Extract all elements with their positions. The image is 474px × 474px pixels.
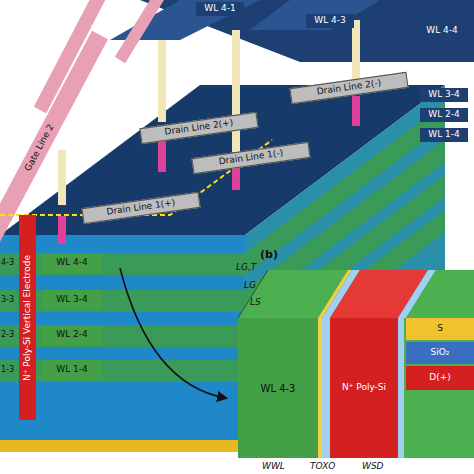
wordline-slab-label: WL 1-4 [420,128,468,142]
wordline-slab-label: WL 4-3 [306,14,354,28]
poly-si-block: N⁺ Poly-Si [330,318,398,458]
node-text: Drain Line 2(-) [316,79,382,98]
node-text: D(+) [429,373,451,383]
wordline-label: 2-3 [1,330,14,339]
wordline-label: 1-3 [1,365,14,374]
inset-top-face [406,270,474,318]
node-text: SiO₂ [431,348,450,358]
drain-line: Drain Line 2(-) [289,72,408,104]
wordline-slab-label: WL 4-1 [196,2,244,16]
dimension-label: LG [244,280,256,290]
oxide-layer [318,318,322,458]
wordline-label: 4-3 [1,258,14,267]
drain-line: Drain Line 1(+) [81,192,200,224]
dimension-line [238,270,268,318]
wordline-box: WL 3-4 [42,290,102,310]
node-text: WL 1-4 [428,130,459,140]
drain-block: D(+) [406,366,474,390]
node-text: WL 2-4 [428,110,459,120]
node-text: WL 4-1 [204,4,235,14]
gate-line [0,35,100,260]
wordline-label: 3-3 [1,295,14,304]
node-text: Gate Line 2 [23,123,56,173]
drain-line: Drain Line 1(-) [191,142,310,174]
node-text: WL 4-3 [314,16,345,26]
node-text: Drain Line 2(+) [164,118,234,137]
wordline-box: WL 4-4 [42,253,102,273]
drain-pillar [232,166,240,190]
wordline-block: WL 4-3 [238,318,318,458]
wordline-layer [0,325,245,347]
zoom-arrow [120,268,226,398]
wordline-slab-label: WL 3-4 [420,88,468,102]
via-pillar [352,20,360,84]
block-front-face [0,235,245,440]
node-text: WL 1-4 [56,365,87,375]
wordline-box: WL 1-4 [42,360,102,380]
node-text: WL 4-4 [56,258,87,268]
node-text: WL 3-4 [428,90,459,100]
oxide-layer [322,318,330,458]
dimension-label: WSD [362,461,384,471]
wordline-layer [0,360,245,382]
wordline-box: WL 2-4 [42,325,102,345]
node-text: N⁺ Poly-Si Vertical Electrode [23,255,33,381]
drain-pillar [58,216,66,244]
oxide-block: SiO₂ [406,342,474,364]
node-text: Drain Line 1(+) [106,198,176,217]
gate-line-label: Gate Line 2 [9,100,70,196]
via-pillar [58,150,66,205]
node-text: WL 2-4 [56,330,87,340]
dimension-label: WWL [262,461,285,471]
node-text: WL 3-4 [56,295,87,305]
node-text: WL 4-4 [426,26,457,36]
dimension-label: TOXO [310,461,335,471]
gate-line [120,0,160,60]
dimension-label: LS [250,297,261,307]
wordline-slab-label: WL 4-4 [418,24,466,38]
via-pillar [232,30,240,152]
drain-line: Drain Line 2(+) [139,112,258,144]
node-text: Drain Line 1(-) [218,149,284,168]
wordline-slab [250,0,380,30]
wordline-layer [0,253,245,275]
source-block: S [406,318,474,340]
vertical-electrode: N⁺ Poly-Si Vertical Electrode [19,215,36,420]
wordline-layer [0,290,245,312]
node-text: WL 4-3 [261,383,296,394]
gate-line [40,0,100,110]
via-pillar [158,40,166,122]
inset-side-block [404,318,474,458]
node-text: (b) [260,249,278,261]
drain-pillar [352,96,360,126]
wordline-slab-label: WL 2-4 [420,108,468,122]
inset-panel: (b) WL 4-3 N⁺ Poly-Si S SiO₂ D(+) [232,245,474,474]
node-text: N⁺ Poly-Si [342,383,386,393]
node-text: S [437,324,443,334]
dimension-label: LG,T [236,262,256,272]
